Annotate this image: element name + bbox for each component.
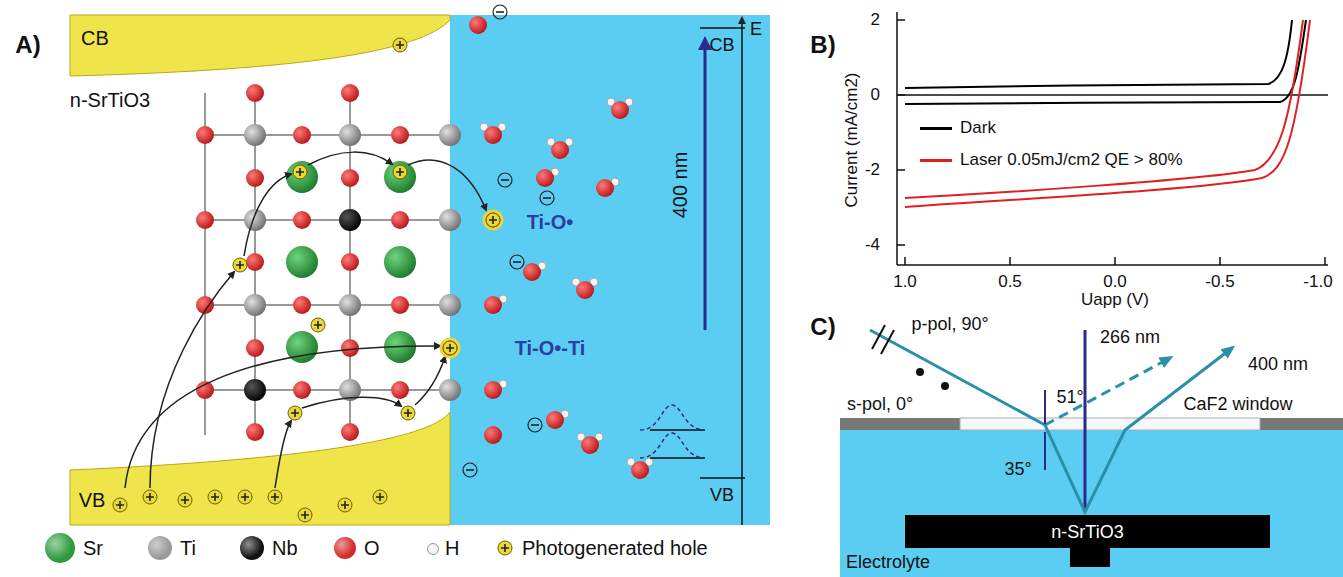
legend-swatch: [240, 536, 264, 560]
legend-swatch: [920, 127, 952, 130]
label: VB: [79, 489, 106, 511]
label: Ti-O•: [527, 211, 574, 233]
label: CB: [81, 27, 109, 49]
label: 266 nm: [1100, 328, 1160, 348]
label: n-SrTiO3: [70, 89, 150, 111]
sample-block: n-SrTiO3: [905, 515, 1270, 548]
label: CB: [709, 36, 734, 56]
label: 400 nm: [669, 152, 691, 219]
panel-letter: A): [15, 32, 40, 58]
legend-text: Dark: [960, 119, 996, 138]
legend-text: Sr: [83, 537, 103, 559]
legend-swatch: [920, 159, 952, 162]
tick-label: -1.0: [1303, 273, 1332, 292]
tick-label: 0.0: [1103, 273, 1127, 292]
legend-swatch: [334, 537, 356, 559]
label: 35°: [1004, 460, 1031, 480]
label: Current (mA/cm2): [843, 72, 862, 207]
label: s-pol, 0°: [847, 395, 913, 415]
panel-letter: C): [810, 314, 835, 340]
tick-label: -0.5: [1205, 273, 1234, 292]
label: p-pol, 90°: [911, 315, 988, 335]
label: Ti-O•-Ti: [515, 337, 586, 359]
tick-label: 1.0: [893, 273, 917, 292]
legend-swatch: [496, 539, 514, 557]
label: Uapp (V): [1081, 291, 1149, 310]
label: E: [750, 20, 762, 40]
label: 51°: [1056, 388, 1083, 408]
label: 400 nm: [1248, 355, 1308, 375]
legend-swatch: [45, 533, 75, 563]
tick-label: 0.5: [998, 273, 1022, 292]
tick-label: 0: [871, 86, 880, 105]
label: CaF2 window: [1183, 395, 1292, 415]
legend-swatch: [427, 543, 439, 555]
tick-label: -4: [865, 236, 880, 255]
legend-text: Laser 0.05mJ/cm2 QE > 80%: [960, 151, 1183, 170]
tick-label: -2: [865, 161, 880, 180]
panel-letter: B): [810, 32, 835, 58]
legend-text: Photogenerated hole: [522, 537, 708, 559]
tick-label: 2: [871, 11, 880, 30]
legend-text: O: [364, 537, 380, 559]
legend-text: Ti: [180, 537, 196, 559]
legend-text: Nb: [272, 537, 298, 559]
electrolyte-region: Electrolyte n-SrTiO3: [840, 430, 1343, 577]
legend-swatch: [148, 536, 172, 560]
label: VB: [710, 486, 734, 506]
node-text: n-SrTiO3: [1051, 521, 1123, 542]
legend-text: H: [445, 537, 459, 559]
node-text: Electrolyte: [846, 552, 930, 573]
